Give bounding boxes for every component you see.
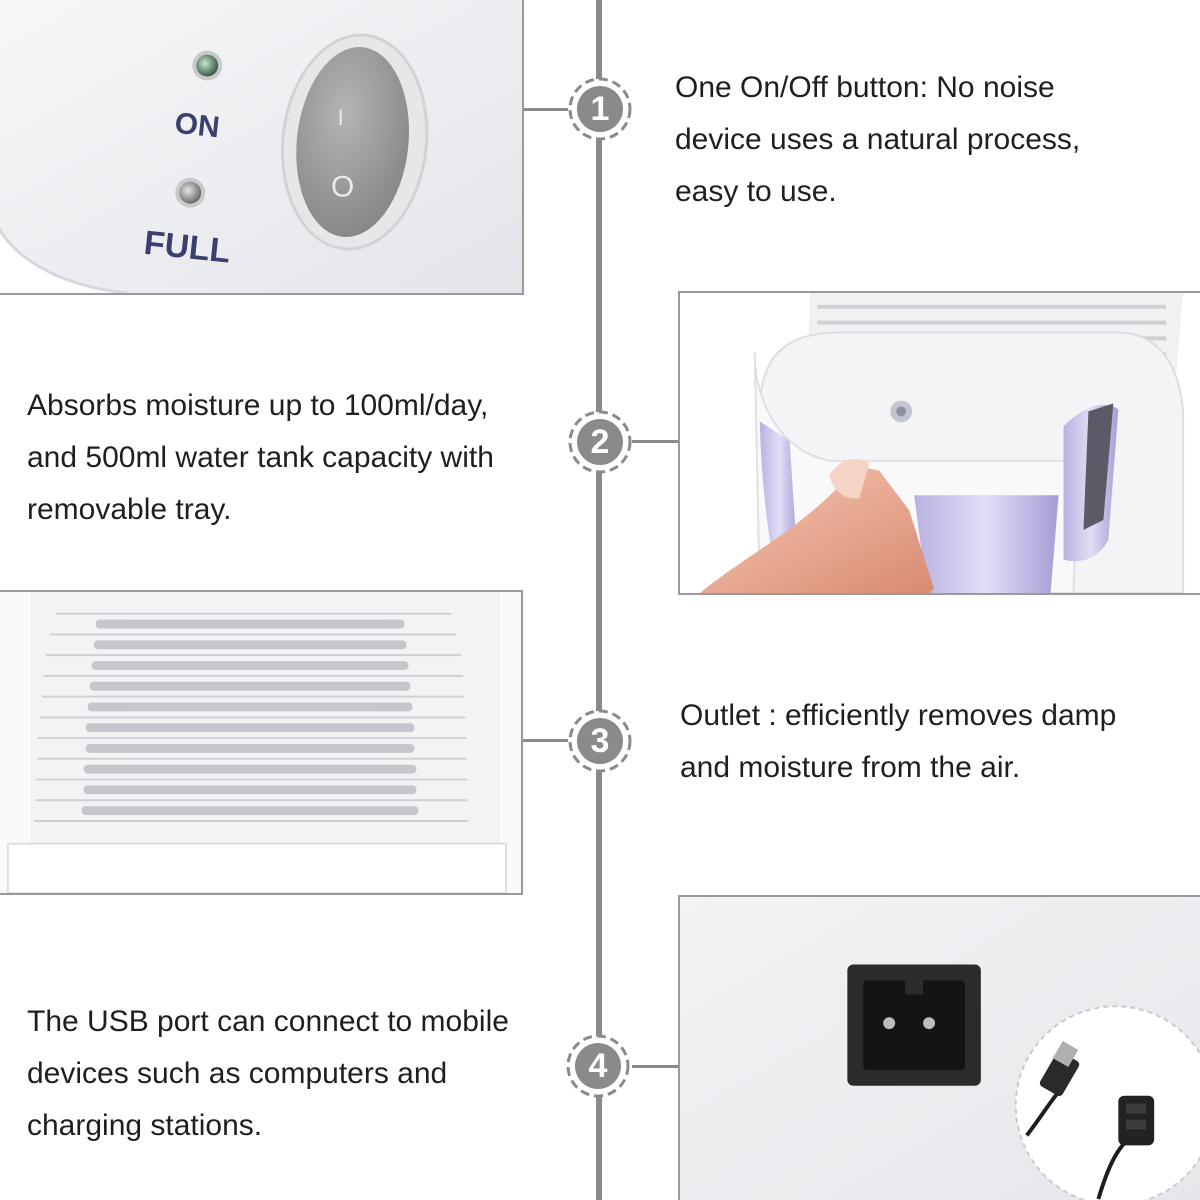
dashed-ring-icon (568, 77, 632, 141)
caption-line: Absorbs moisture up to 100ml/day, (27, 389, 489, 422)
step-number: 2 (590, 423, 610, 461)
connector-3 (523, 739, 568, 742)
step-number: 3 (590, 722, 610, 760)
step-number: 1 (590, 90, 610, 128)
feature-2-caption: Absorbs moisture up to 100ml/day, and 50… (27, 380, 494, 536)
connector-2 (632, 440, 678, 443)
dashed-ring-icon (568, 410, 632, 474)
photo-air-outlet (0, 590, 523, 895)
step-marker-2: 2 (567, 409, 633, 475)
caption-line: and 500ml water tank capacity with (27, 441, 494, 474)
step-marker-3: 3 (567, 708, 633, 774)
caption-line: charging stations. (27, 1109, 263, 1142)
feature-4-caption: The USB port can connect to mobile devic… (27, 996, 509, 1152)
connector-1 (523, 108, 568, 111)
caption-line: Outlet : efficiently removes damp (680, 699, 1117, 732)
feature-1-caption: One On/Off button: No noise device uses … (675, 62, 1080, 218)
caption-line: device uses a natural process, (675, 123, 1081, 156)
switch-off-mark: O (331, 171, 354, 204)
caption-line: removable tray. (27, 493, 232, 526)
connector-4 (632, 1065, 678, 1068)
photo-power-switch: ON FULL I O (0, 0, 524, 295)
power-socket-icon (847, 964, 981, 1086)
photo-water-tank (678, 291, 1200, 595)
full-label: FULL (142, 224, 232, 271)
usb-plug-icon (1025, 1040, 1155, 1200)
step-number: 4 (588, 1047, 608, 1085)
caption-line: and moisture from the air. (680, 751, 1021, 784)
timeline-spine (596, 0, 602, 1200)
step-marker-4: 4 (565, 1033, 631, 1099)
caption-line: easy to use. (675, 175, 837, 208)
step-marker-1: 1 (567, 76, 633, 142)
caption-line: devices such as computers and (27, 1057, 448, 1090)
caption-line: One On/Off button: No noise (675, 71, 1055, 104)
dashed-ring-icon (566, 1034, 630, 1098)
on-label: ON (173, 107, 221, 144)
rocker-switch[interactable]: I O (287, 41, 418, 242)
feature-3-caption: Outlet : efficiently removes damp and mo… (680, 690, 1116, 794)
switch-on-mark: I (338, 105, 344, 130)
photo-usb-port (678, 895, 1200, 1200)
dashed-ring-icon (568, 709, 632, 773)
caption-line: The USB port can connect to mobile (27, 1005, 509, 1038)
